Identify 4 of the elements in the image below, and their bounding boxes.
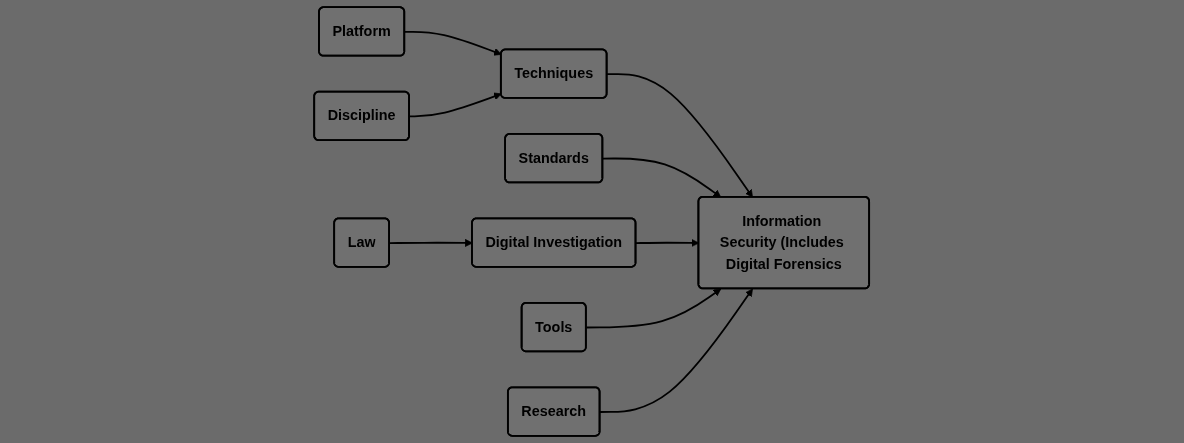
arrow: [404, 30, 502, 56]
arrow: [606, 73, 754, 198]
arrow: [599, 288, 754, 413]
arrow: [602, 157, 722, 198]
